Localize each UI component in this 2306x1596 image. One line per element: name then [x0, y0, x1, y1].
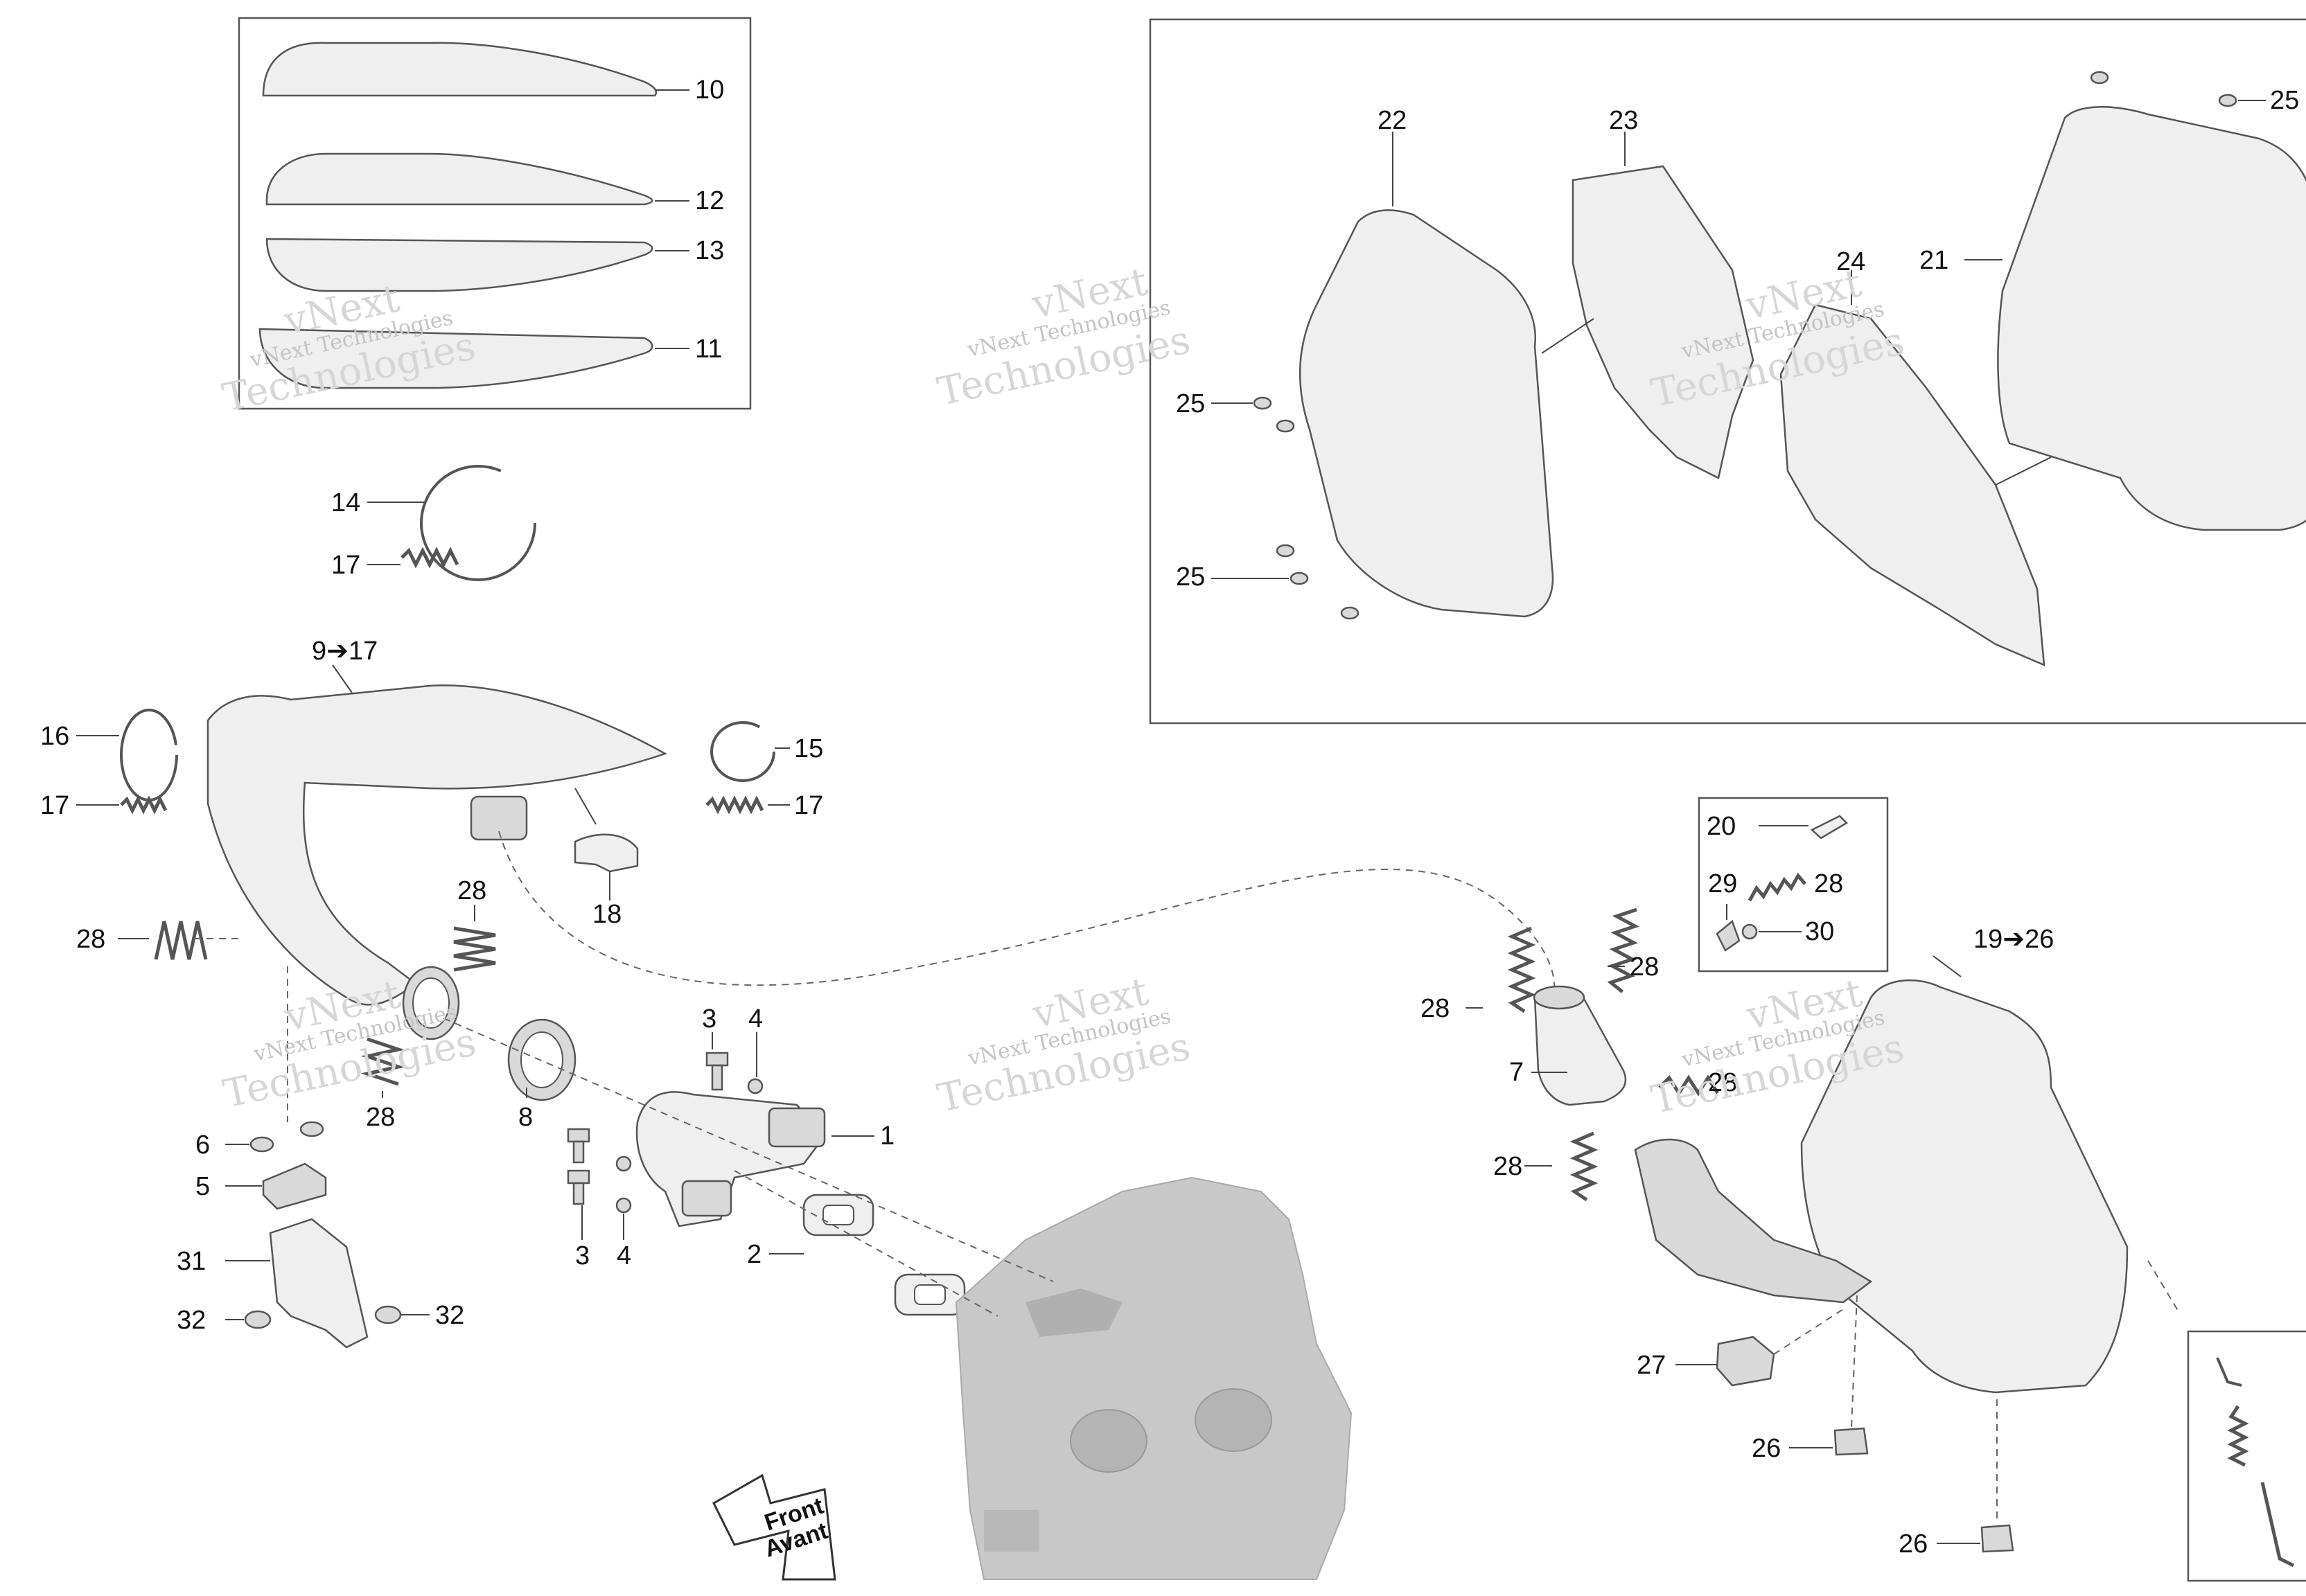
callout-1: 1	[880, 1121, 895, 1151]
callout-5: 5	[195, 1172, 210, 1201]
shield-plate-23	[1541, 132, 1754, 479]
callout-17-left: 17	[40, 791, 69, 820]
callout-28-right-c: 28	[1708, 1068, 1737, 1097]
pipe-routing-dash	[498, 831, 1556, 998]
callout-26-upper: 26	[1752, 1434, 1781, 1463]
tuned-pipe-9	[206, 664, 668, 1040]
callout-2: 2	[747, 1240, 762, 1269]
engine-alignment-dash-1	[443, 1018, 1054, 1282]
spring-28-upper	[453, 905, 496, 972]
watermark-top-center: vNext vNext Technologies Technologies	[933, 259, 1194, 415]
callout-17-top: 17	[331, 551, 360, 580]
callout-3-lower: 3	[575, 1241, 590, 1270]
tension-spring-17-right	[705, 795, 790, 815]
retainer-clip-20	[1759, 815, 1849, 840]
callout-12: 12	[695, 186, 724, 215]
sensor-bracket-18	[574, 788, 639, 901]
callout-28-upper: 28	[457, 876, 486, 905]
bushing-29	[1716, 904, 1741, 952]
bolts-3-4-upper	[705, 1032, 764, 1094]
exhaust-manifold-1	[635, 1091, 874, 1227]
watermark-mid-center: vNext vNext Technologies Technologies	[933, 969, 1194, 1121]
clamp-ring-16	[76, 709, 178, 801]
callout-28-inset: 28	[1814, 869, 1843, 898]
muffler-covers-inset-frame	[238, 17, 752, 410]
muffler-cover-10	[262, 42, 689, 97]
callout-25-low: 25	[1176, 562, 1205, 592]
spring-28-lower	[360, 1037, 405, 1098]
callout-25-mid: 25	[1176, 389, 1205, 418]
silencer-shields-inset-frame	[1149, 18, 2306, 725]
callout-26-lower: 26	[1899, 1530, 1928, 1559]
callout-27: 27	[1637, 1351, 1666, 1380]
muffler-cover-12	[265, 152, 689, 206]
head-pipe-7	[1531, 985, 1627, 1106]
bumpers-26	[1789, 1295, 2014, 1553]
callout-17-right: 17	[794, 791, 823, 820]
callout-14: 14	[331, 488, 360, 517]
spring-28-inset	[1748, 872, 1806, 902]
screw-30	[1741, 923, 1802, 940]
grommets-25	[1211, 71, 2266, 620]
engine-block	[955, 1176, 1353, 1580]
callout-3-upper: 3	[702, 1004, 716, 1034]
callout-23: 23	[1609, 106, 1638, 135]
insulation-plate-24	[1779, 270, 2052, 666]
tension-spring-17-left	[76, 795, 168, 815]
front-direction-arrow: Front Avant	[712, 1473, 836, 1581]
callout-13: 13	[695, 236, 724, 265]
callout-21: 21	[1919, 246, 1948, 275]
engine-alignment-dash-2	[734, 1170, 998, 1317]
muffler-cover-13	[265, 238, 689, 292]
bracket-inset-frame	[2187, 1330, 2306, 1582]
callout-28-left: 28	[76, 925, 105, 954]
muffler-cover-11	[258, 328, 689, 389]
callout-24: 24	[1836, 247, 1865, 276]
callout-22: 22	[1378, 106, 1407, 135]
callout-29: 29	[1708, 869, 1737, 898]
callout-31: 31	[177, 1247, 206, 1276]
spring-28-left	[118, 921, 243, 960]
callout-18: 18	[592, 900, 622, 929]
clamp-ring-14	[367, 465, 536, 581]
callout-30: 30	[1805, 917, 1834, 946]
tension-spring-17	[367, 547, 459, 569]
gasket-8	[507, 1018, 576, 1101]
callout-4-upper: 4	[748, 1004, 763, 1034]
callout-labels: 10 12 13 11 14 17 9➔17 16 17 15 17 18 28…	[40, 76, 2299, 1559]
callout-25-top: 25	[2270, 86, 2299, 115]
spring-bracket-inset-parts	[2216, 1357, 2295, 1568]
callout-20: 20	[1707, 812, 1736, 841]
callout-28-right-a: 28	[1420, 994, 1450, 1023]
callout-19-26: 19➔26	[1973, 925, 2054, 954]
callout-10: 10	[695, 76, 724, 105]
spring-hardware-inset-frame	[1698, 797, 1889, 973]
clamp-ring-15	[710, 721, 790, 782]
callout-7: 7	[1509, 1058, 1524, 1087]
gasket-2	[769, 1194, 966, 1316]
silencer-cover-21	[1964, 106, 2306, 531]
callout-8: 8	[518, 1103, 533, 1132]
springs-28-right	[1466, 907, 1720, 1202]
callout-28-right-d: 28	[1493, 1152, 1522, 1181]
callout-28-lower: 28	[366, 1103, 395, 1132]
callout-32-left: 32	[177, 1306, 206, 1335]
heat-shield-22	[1299, 132, 1554, 618]
callout-16: 16	[40, 722, 69, 751]
rubber-mount-27	[1675, 1309, 1844, 1387]
callout-11: 11	[695, 335, 722, 364]
bolts-3-4-lower	[567, 1128, 632, 1240]
callout-9-17: 9➔17	[312, 637, 378, 666]
callout-6: 6	[195, 1130, 210, 1160]
bracket-assembly-31	[225, 966, 430, 1349]
callout-32-right: 32	[435, 1301, 464, 1330]
callout-4-lower: 4	[617, 1241, 631, 1270]
callout-28-right-b: 28	[1630, 952, 1659, 982]
silencer-19	[1634, 955, 2180, 1394]
callout-15: 15	[794, 734, 823, 763]
